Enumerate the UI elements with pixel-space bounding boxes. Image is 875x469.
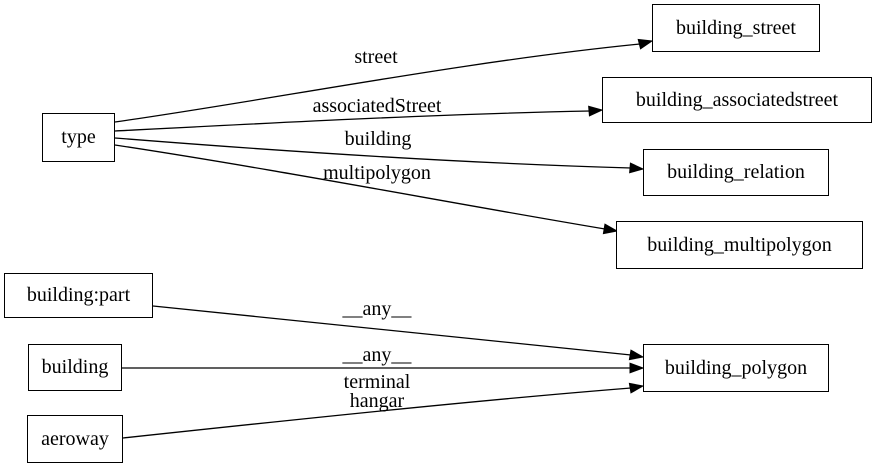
node-building-relation: building_relation [643, 149, 829, 196]
node-type: type [42, 113, 115, 162]
node-aeroway: aeroway [27, 415, 123, 463]
arrowhead-icon [628, 382, 645, 394]
edge-label-type-to-building-relation: building [345, 128, 412, 150]
arrowhead-icon [602, 223, 619, 235]
edge-building-part-to-building-polygon [152, 305, 632, 356]
edge-label-type-to-building-street: street [354, 46, 398, 68]
edge-label-building-to-building-polygon: __any__ [342, 344, 413, 366]
node-building-polygon: building_polygon [643, 344, 829, 392]
edge-type-to-building-multipolygon [114, 144, 606, 230]
node-building-associatedstreet: building_associatedstreet [602, 77, 872, 123]
edge-label-type-to-building-associatedstreet: associatedStreet [313, 95, 442, 117]
edge-type-to-building-relation [114, 137, 632, 169]
node-building: building [28, 344, 122, 391]
edge-aeroway-to-building-polygon [122, 387, 632, 439]
edge-label-aeroway-to-building-polygon-line2: hangar [350, 390, 405, 412]
arrowhead-icon [588, 105, 604, 117]
arrowhead-icon [629, 162, 645, 174]
arrowhead-icon [637, 38, 654, 50]
edge-label-aeroway-to-building-polygon-line1: terminal [344, 371, 411, 393]
node-building-part: building:part [4, 273, 153, 318]
node-building-street: building_street [652, 4, 820, 52]
arrowhead-icon [629, 362, 645, 374]
edge-type-to-building-associatedstreet [114, 110, 591, 132]
edge-label-type-to-building-multipolygon: multipolygon [323, 162, 431, 184]
arrowhead-icon [628, 349, 645, 361]
edge-label-building-part-to-building-polygon: __any__ [342, 298, 413, 320]
node-building-multipolygon: building_multipolygon [616, 221, 863, 269]
edge-type-to-building-street [114, 43, 641, 123]
